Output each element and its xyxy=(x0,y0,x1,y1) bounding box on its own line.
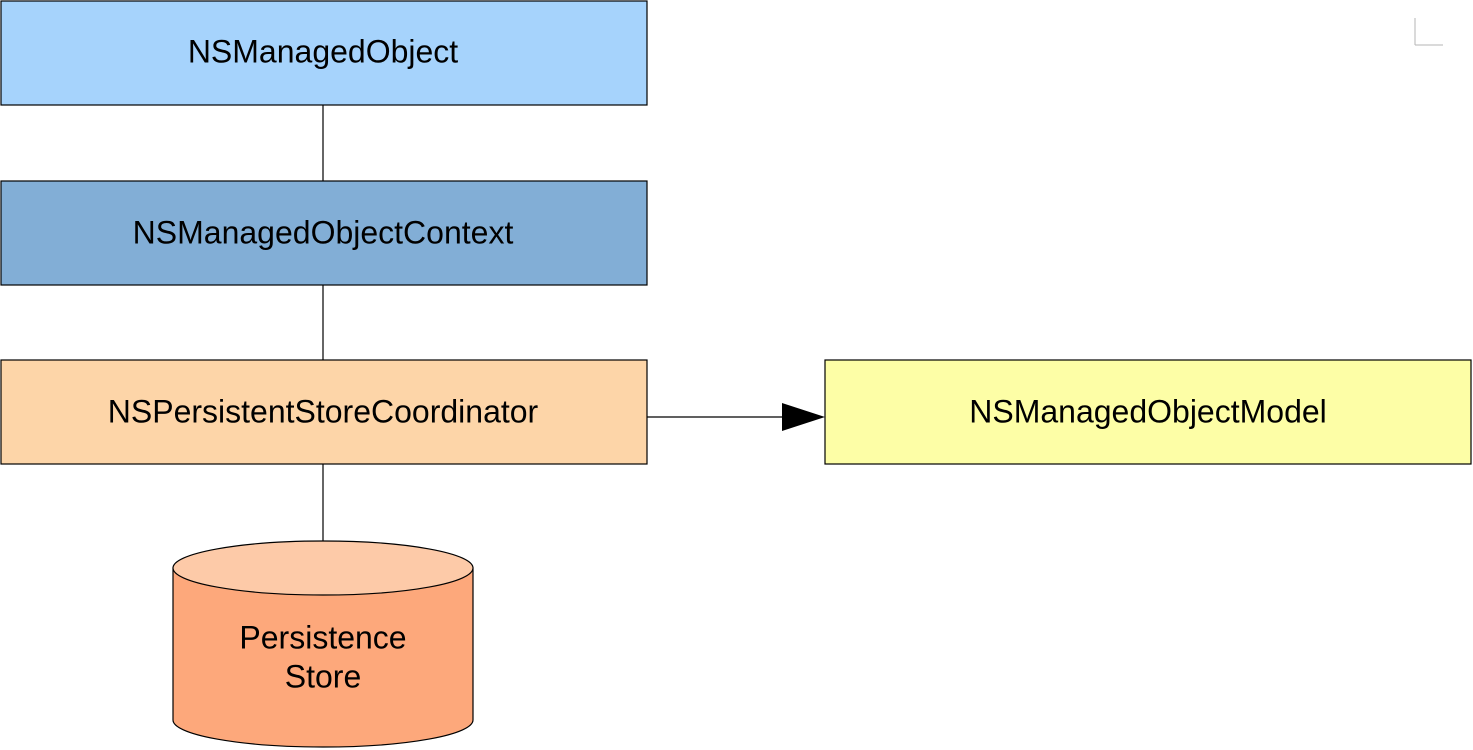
store-label-line1: Persistence xyxy=(239,619,406,655)
node-managed-object[interactable]: NSManagedObject xyxy=(0,0,648,106)
node-box xyxy=(0,180,648,286)
node-box xyxy=(0,0,648,106)
node-box xyxy=(824,359,1472,465)
node-label: NSManagedObjectContext xyxy=(133,214,514,250)
node-managed-object-context[interactable]: NSManagedObjectContext xyxy=(0,180,648,286)
edge-coordinator-to-model xyxy=(647,403,825,431)
node-label: NSManagedObjectModel xyxy=(969,393,1327,429)
node-persistence-store[interactable]: Persistence Store xyxy=(172,540,474,748)
arrowhead-icon xyxy=(782,403,825,431)
node-label: NSManagedObject xyxy=(188,33,458,69)
cylinder-body xyxy=(172,567,474,748)
cylinder-top xyxy=(172,540,474,596)
page-corner-mark xyxy=(1414,18,1443,46)
node-label: NSPersistentStoreCoordinator xyxy=(108,393,539,429)
node-box xyxy=(0,359,648,465)
node-managed-object-model[interactable]: NSManagedObjectModel xyxy=(824,359,1472,465)
node-persistent-store-coordinator[interactable]: NSPersistentStoreCoordinator xyxy=(0,359,648,465)
store-label-line2: Store xyxy=(285,658,361,694)
